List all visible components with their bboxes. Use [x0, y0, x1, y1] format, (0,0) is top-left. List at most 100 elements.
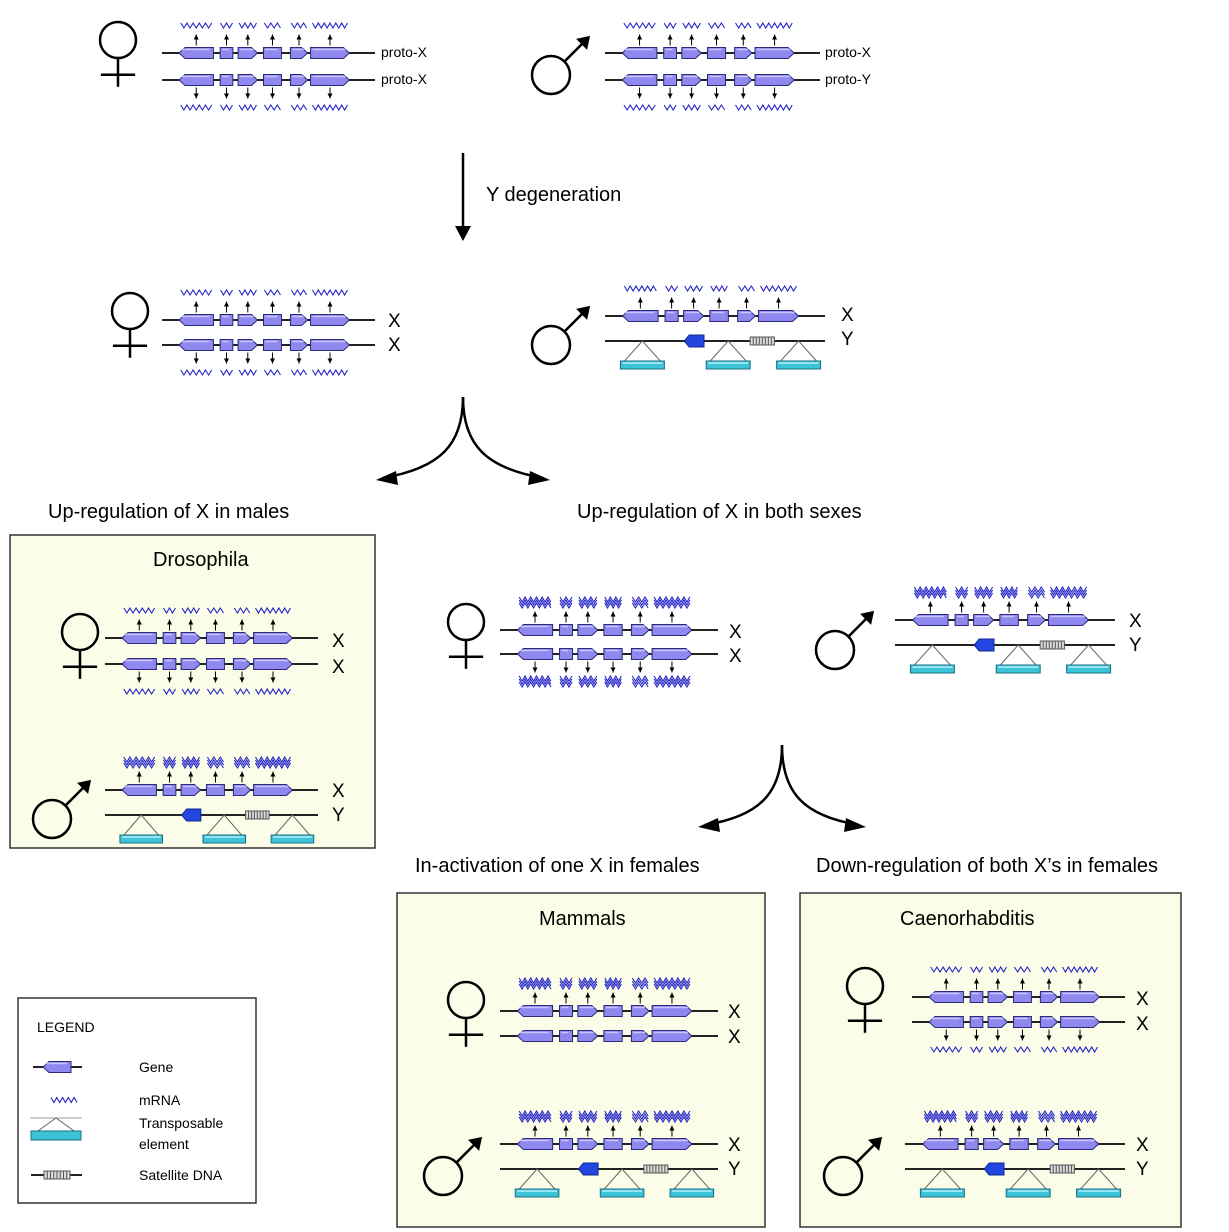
mrna-icon	[604, 674, 622, 683]
female-symbol	[110, 291, 150, 358]
mrna-icon	[206, 758, 224, 767]
mrna-icon	[965, 1115, 979, 1124]
mrna-icon	[163, 687, 176, 696]
mrna-icon	[684, 284, 704, 293]
mrna-icon	[735, 21, 752, 30]
legend-te-label-2: element	[139, 1136, 189, 1152]
mrna-icon	[631, 1115, 649, 1124]
mrna-icon	[290, 288, 308, 297]
mrna-icon	[1010, 1115, 1028, 1124]
drosophila-male-label-1: X	[332, 781, 345, 802]
x-chromosome	[500, 1109, 718, 1150]
mrna-icon	[578, 979, 598, 988]
top-male-label-2: proto-Y	[825, 71, 872, 87]
mrna-icon	[578, 677, 598, 686]
both-male-label-2: Y	[1129, 635, 1142, 656]
mrna-icon	[312, 288, 348, 297]
mrna-icon	[707, 103, 726, 112]
mrna-icon	[970, 965, 983, 974]
legend-icons	[30, 1061, 82, 1180]
transposable-element-icon	[514, 1168, 560, 1198]
gene-icon	[973, 638, 995, 652]
mrna-icon	[255, 755, 291, 764]
female-symbol	[446, 602, 486, 669]
x-chromosome	[105, 755, 318, 796]
mrna-icon	[163, 761, 176, 770]
mrna-icon	[181, 758, 200, 767]
mrna-icon	[263, 288, 281, 297]
mrna-icon	[1010, 1112, 1028, 1121]
mrna-icon	[631, 595, 649, 604]
both-male-label-1: X	[1129, 611, 1142, 632]
x-chromosome	[605, 74, 820, 112]
mrna-icon	[559, 677, 573, 686]
mrna-icon	[290, 21, 308, 30]
mrna-icon	[578, 595, 598, 604]
mrna-icon	[559, 674, 573, 683]
drosophila-male-label-2: Y	[332, 805, 345, 826]
mrna-icon	[923, 1112, 957, 1121]
mrna-icon	[290, 103, 308, 112]
mrna-icon	[518, 677, 552, 686]
mrna-icon	[631, 674, 649, 683]
transposable-element-icon	[30, 1117, 82, 1141]
mrna-icon	[970, 1045, 983, 1054]
mrna-icon	[653, 982, 691, 991]
mrna-icon	[518, 976, 552, 985]
mrna-icon	[604, 1115, 622, 1124]
transposable-element-icon	[119, 814, 164, 844]
mrna-icon	[220, 368, 233, 377]
mrna-icon	[312, 21, 348, 30]
transposable-element-icon	[619, 340, 665, 370]
mrna-icon	[930, 965, 963, 974]
mrna-icon	[913, 588, 947, 597]
mrna-icon	[233, 758, 251, 767]
transposable-element-icon	[919, 1168, 965, 1198]
mrna-icon	[123, 758, 156, 767]
mrna-icon	[760, 284, 798, 293]
mrna-icon	[653, 595, 691, 604]
mrna-icon	[578, 674, 598, 683]
mrna-icon	[604, 595, 622, 604]
mrna-icon	[559, 601, 573, 610]
mrna-icon	[163, 758, 176, 767]
mrna-icon	[604, 976, 622, 985]
mrna-icon	[518, 1115, 552, 1124]
x-chromosome	[895, 585, 1115, 626]
mrna-icon	[559, 976, 573, 985]
mrna-icon	[1028, 588, 1045, 597]
mrna-icon	[1000, 588, 1018, 597]
mrna-icon	[263, 368, 281, 377]
mrna-icon	[181, 687, 200, 696]
branch-right-title: Up-regulation of X in both sexes	[577, 501, 862, 523]
mrna-icon	[1028, 585, 1045, 594]
mrna-icon	[518, 979, 552, 988]
mrna-icon	[1060, 1109, 1098, 1118]
drosophila-female-label-1: X	[332, 631, 345, 652]
mrna-icon	[623, 21, 656, 30]
mrna-icon	[955, 591, 969, 600]
mrna-icon	[984, 1109, 1004, 1118]
x-chromosome	[605, 21, 820, 59]
mrna-icon	[1010, 1109, 1028, 1118]
mrna-icon	[738, 284, 755, 293]
transposable-element-icon	[1076, 1168, 1122, 1198]
sub-right-title: Down-regulation of both X’s in females	[816, 855, 1158, 877]
x-chromosome	[912, 1016, 1125, 1054]
mrna-icon	[123, 687, 156, 696]
mrna-icon	[682, 21, 701, 30]
mrna-icon	[559, 1115, 573, 1124]
mrna-icon	[1040, 1045, 1058, 1054]
mrna-icon	[1050, 591, 1088, 600]
both-female-label-1: X	[729, 622, 742, 643]
caenorhabditis-box	[799, 892, 1182, 1228]
mrna-icon	[653, 601, 691, 610]
mrna-icon	[653, 680, 691, 689]
gene-icon	[577, 1162, 599, 1176]
transposable-element-icon	[599, 1168, 645, 1198]
mrna-icon	[180, 103, 213, 112]
mrna-icon	[631, 976, 649, 985]
mrna-icon	[238, 103, 257, 112]
mrna-icon	[955, 585, 969, 594]
mrna-icon	[974, 591, 994, 600]
